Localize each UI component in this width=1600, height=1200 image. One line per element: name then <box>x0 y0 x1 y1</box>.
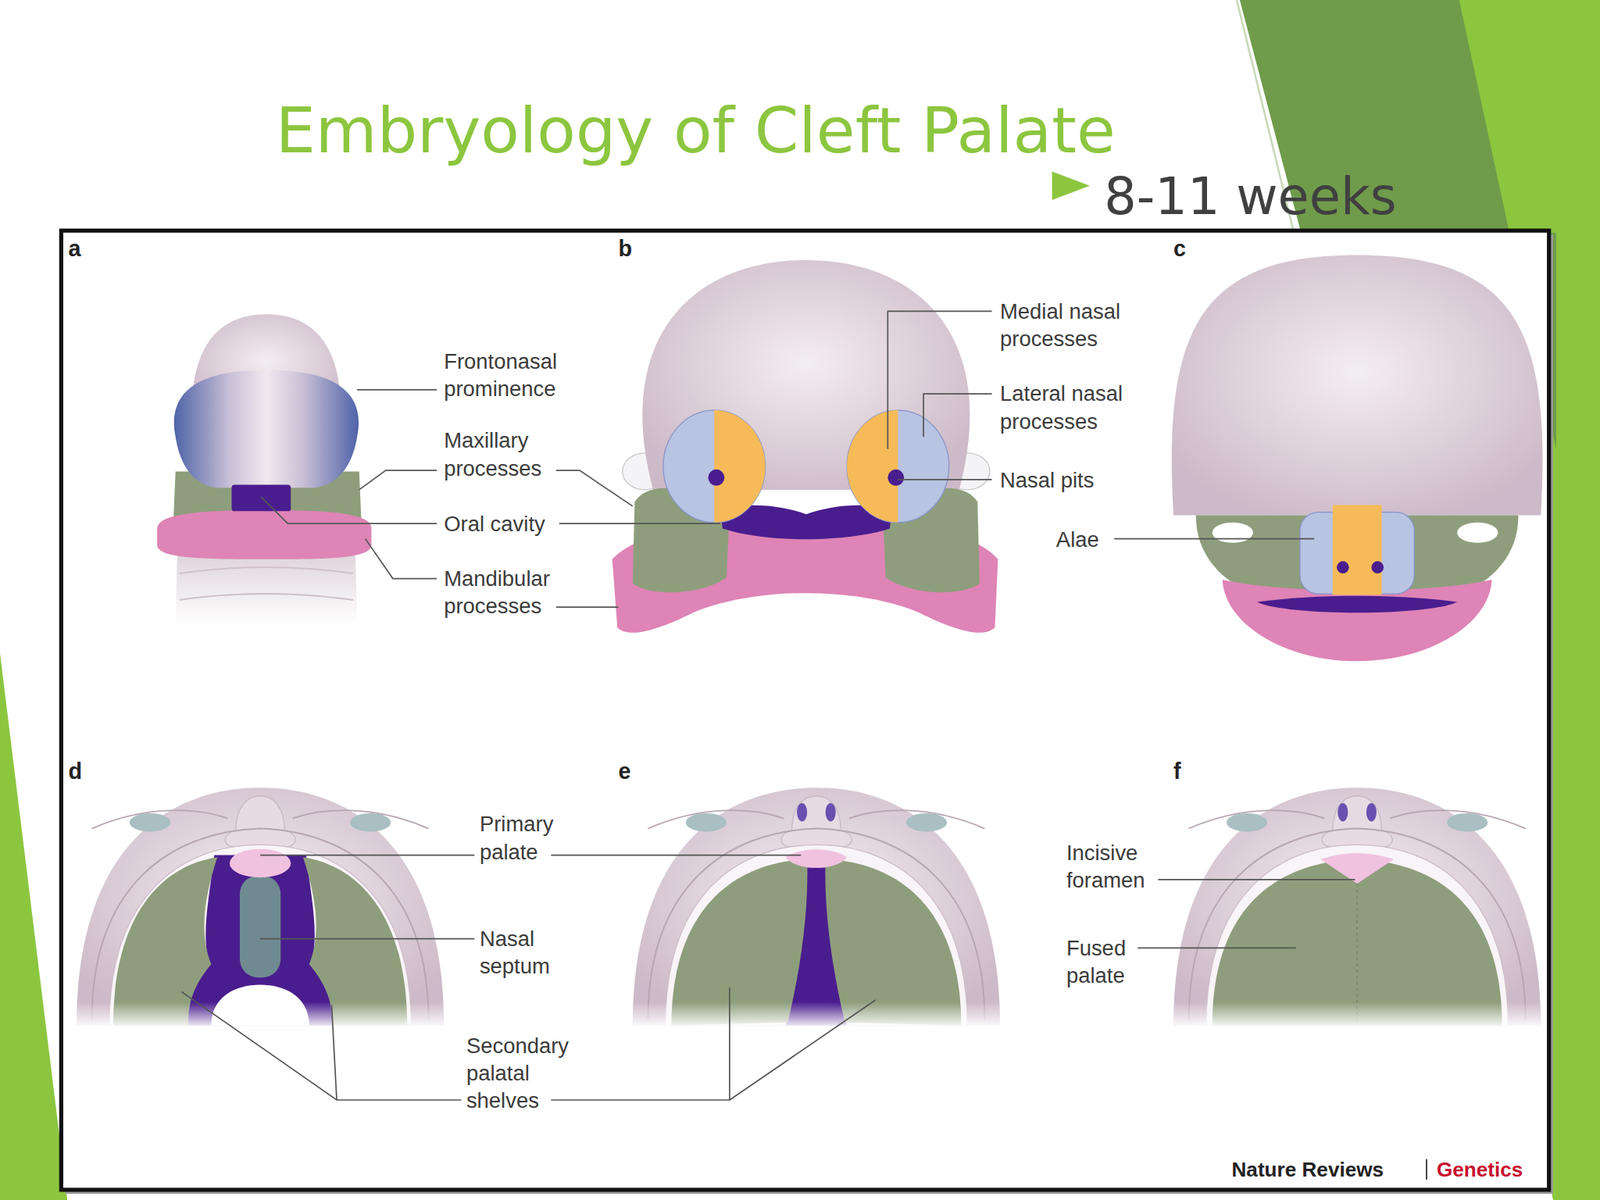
palate-base <box>76 787 444 1025</box>
anatomy-label: Fused palate <box>1066 933 1148 990</box>
anatomy-label: Incisive foramen <box>1066 839 1169 895</box>
anatomy-label: Mandibular processes <box>443 564 572 620</box>
lateral-nasal-process <box>846 410 950 523</box>
eye <box>1457 522 1498 543</box>
palatal-shelf <box>303 857 408 1026</box>
panel-letter: e <box>618 759 632 784</box>
palate-base <box>1173 787 1541 1025</box>
anatomy-label: Primary palate <box>479 810 577 866</box>
credit-separator <box>1425 1159 1428 1180</box>
neck-fold <box>179 567 354 600</box>
nostril <box>1366 803 1377 822</box>
primary-palate <box>785 849 847 868</box>
mandibular-process <box>157 510 372 560</box>
panel-letter: a <box>68 236 82 261</box>
palatal-shelf <box>113 857 218 1026</box>
bullet-text: 8-11 weeks <box>1103 171 1397 222</box>
oral-cavity <box>231 484 291 511</box>
primary-palate <box>229 849 291 879</box>
credit-text: Genetics <box>1436 1157 1523 1182</box>
anatomy-label: Maxillary processes <box>443 426 572 483</box>
panel-letter: c <box>1173 236 1186 261</box>
anatomy-label: Alae <box>1056 525 1100 554</box>
palate-base <box>632 787 1000 1025</box>
panel-letter: d <box>68 759 83 784</box>
nostril <box>1336 560 1350 574</box>
nasal-bridge <box>1332 505 1383 596</box>
nostril <box>796 803 808 822</box>
panel-a <box>157 314 372 625</box>
nostril <box>1371 560 1384 574</box>
accent-band <box>0 653 68 1200</box>
anatomy-label: Lateral nasal processes <box>1000 379 1154 436</box>
anatomy-label: Secondary palatal shelves <box>466 1031 594 1115</box>
figure-frame <box>60 230 1549 1190</box>
anatomy-label: Frontonasal prominence <box>443 346 587 403</box>
panel-c <box>1171 255 1543 662</box>
palatal-shelf <box>671 859 808 1026</box>
oral-notch <box>793 520 818 529</box>
anatomy-label: Nasal pits <box>1000 466 1094 494</box>
anatomy-label: Nasal septum <box>479 924 577 980</box>
medial-nasal-process <box>714 410 765 523</box>
panel-f <box>1173 787 1541 1025</box>
medial-nasal-process <box>846 410 898 523</box>
credit-text: Nature Reviews <box>1231 1157 1384 1182</box>
panel-letter: f <box>1173 759 1182 784</box>
nasal-pit <box>707 469 725 486</box>
anatomy-label: Medial nasal processes <box>1000 296 1154 353</box>
nostril <box>1337 803 1348 822</box>
nasal-pit <box>887 469 904 486</box>
panel-b <box>612 260 999 633</box>
fused-palate <box>1212 859 1503 1026</box>
eye <box>1212 522 1254 543</box>
lateral-nasal-process <box>663 410 766 523</box>
bullet-marker <box>1052 171 1090 200</box>
leader-line <box>181 310 1355 1100</box>
head <box>1171 255 1543 516</box>
panel-e <box>632 787 1000 1025</box>
nostril <box>825 803 836 822</box>
panel-d <box>76 787 444 1025</box>
slide-title: Embryology of Cleft Palate <box>275 99 1116 163</box>
mouth <box>1257 596 1458 614</box>
palatal-shelf <box>825 859 961 1026</box>
fade <box>71 1002 1541 1029</box>
anatomy-label: Oral cavity <box>443 510 546 538</box>
frontonasal-prominence <box>174 370 359 489</box>
panel-letter: b <box>618 236 633 261</box>
nasal-septum <box>239 875 281 979</box>
